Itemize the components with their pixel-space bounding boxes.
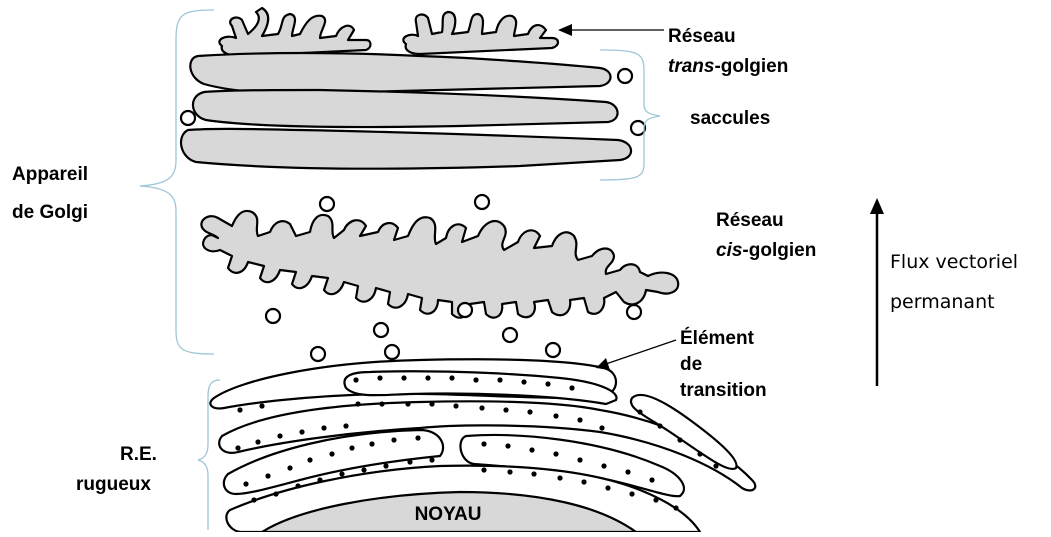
golgi-saccules [181, 53, 631, 169]
trans-golgi-network [219, 8, 558, 56]
trans-label-line2: trans-golgien [668, 56, 788, 77]
element-label-line1: Élément [680, 327, 755, 349]
trans-label-line1: Réseau [668, 26, 736, 47]
noyau-label: NOYAU [415, 504, 482, 525]
cis-label-line2: cis-golgien [716, 240, 816, 261]
flux-arrow-head [870, 198, 884, 214]
saccules-label: saccules [690, 108, 770, 129]
cis-label-line1: Réseau [716, 210, 784, 231]
cis-golgi-network [201, 211, 678, 318]
flux-label-line1: Flux vectoriel [890, 251, 1018, 273]
transition-pointer-line [600, 340, 676, 366]
appareil-label-line2: de Golgi [12, 202, 88, 223]
transition-pointer-head [596, 358, 610, 370]
trans-pointer-head [558, 24, 572, 36]
appareil-label-line1: Appareil [12, 164, 88, 185]
element-label-line2: de [680, 354, 702, 375]
flux-label-line2: permanant [890, 291, 995, 313]
re-label-line2: rugueux [76, 474, 151, 495]
element-label-line3: transition [680, 380, 767, 401]
re-label-line1: R.E. [120, 444, 157, 465]
